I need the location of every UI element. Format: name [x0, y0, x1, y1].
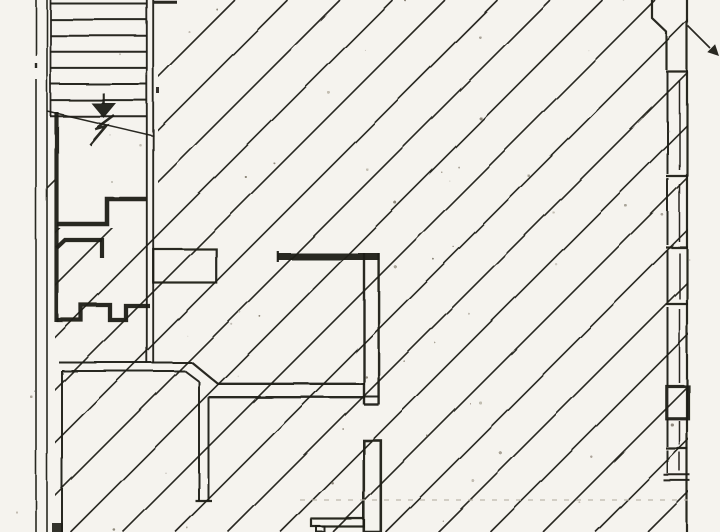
stair-treads [50, 2, 147, 118]
entrance-arrow [687, 25, 719, 56]
interior-walls [54, 0, 383, 532]
artifacts [156, 87, 688, 501]
window-wall [650, 0, 691, 532]
scan-noise [16, 0, 691, 531]
left-exterior-wall [34, 0, 63, 532]
staircase [46, 0, 177, 146]
